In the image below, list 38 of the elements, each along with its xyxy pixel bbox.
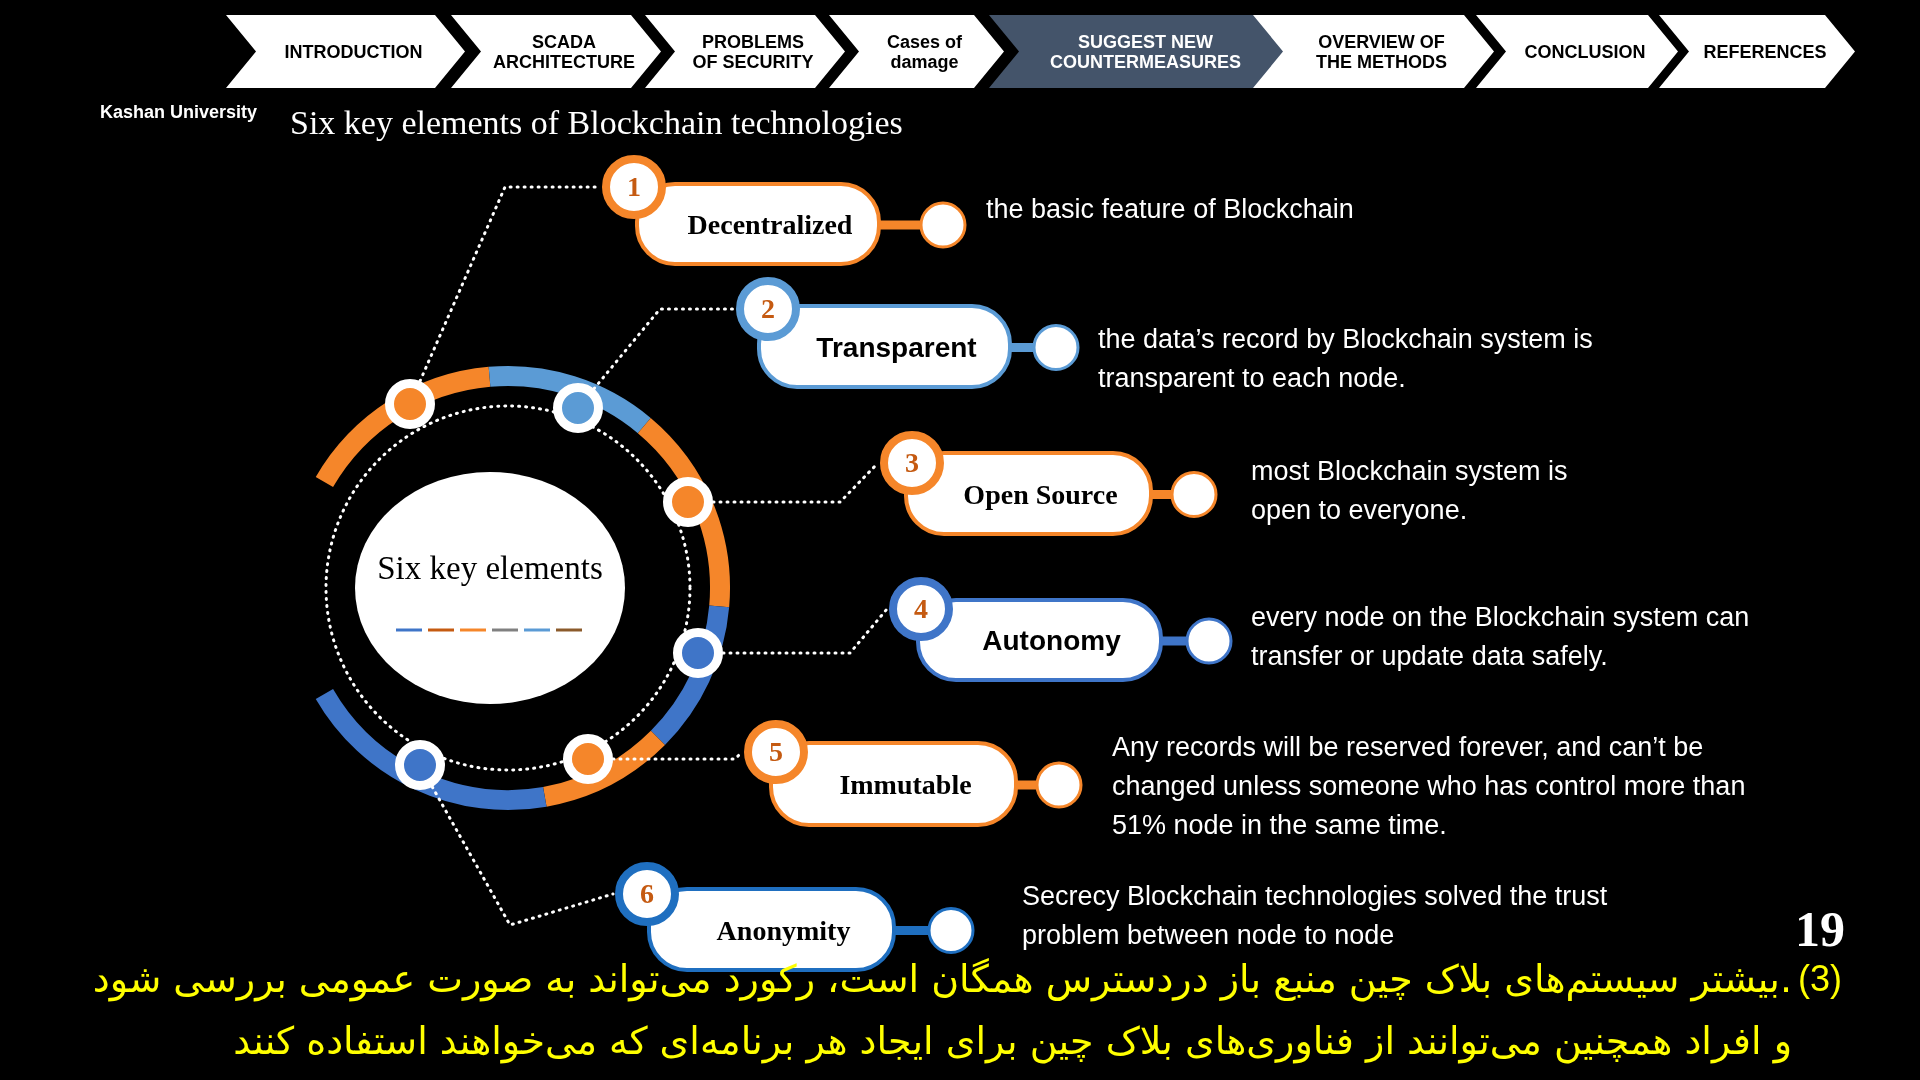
description-text: most Blockchain system is open to everyone. xyxy=(1251,455,1569,527)
numbered-pill xyxy=(734,275,1082,392)
numbered-pill xyxy=(878,429,1220,539)
slide-title: Six key elements of Blockchain technologies xyxy=(290,104,903,142)
dotted-connector xyxy=(592,307,736,391)
step-number: 1 xyxy=(626,170,642,204)
element-name: Immutable xyxy=(838,768,973,802)
university-name: Kashan University xyxy=(100,102,258,123)
step-number: 3 xyxy=(904,446,920,480)
numbered-pill xyxy=(600,153,969,269)
nav-tab: SCADA ARCHITECTURE xyxy=(451,15,661,88)
nav-tab: CONCLUSION xyxy=(1476,15,1678,88)
description-text: every node on the Blockchain system can transfer or update data safely. xyxy=(1251,601,1751,673)
element-name: Decentralized xyxy=(686,208,854,242)
element-name: Transparent xyxy=(815,330,978,365)
description-text: Any records will be reserved forever, and can’t be changed unless someone who has control more than 51% node in the same time. xyxy=(1112,731,1747,842)
dotted-connector xyxy=(430,785,615,927)
nav-tab: Cases of damage xyxy=(829,15,1004,88)
citation-number: (3) xyxy=(1798,958,1842,1000)
element-name: Autonomy xyxy=(981,624,1122,658)
numbered-pill xyxy=(742,718,1085,830)
step-number: 4 xyxy=(913,592,929,626)
nav-tab: PROBLEMS OF SECURITY xyxy=(645,15,845,88)
nav-tab: SUGGEST NEW COUNTERMEASURES xyxy=(989,15,1286,88)
description-text: the basic feature of Blockchain xyxy=(986,193,1355,226)
nav-tab: OVERVIEW OF THE METHODS xyxy=(1253,15,1494,88)
numbered-pill xyxy=(887,575,1235,685)
element-name: Anonymity xyxy=(715,913,852,948)
page-number: 19 xyxy=(1795,900,1845,958)
step-number: 2 xyxy=(760,292,776,326)
nav-tab: REFERENCES xyxy=(1659,15,1855,88)
description-text: the data’s record by Blockchain system is transparent to each node. xyxy=(1098,323,1594,395)
element-name: Open Source xyxy=(962,477,1119,512)
description-text: Secrecy Blockchain technologies solved the trust problem between node to node xyxy=(1022,880,1609,952)
nav-tab: INTRODUCTION xyxy=(226,15,465,88)
step-number: 5 xyxy=(768,735,784,769)
dotted-connector xyxy=(721,607,889,655)
step-number: 6 xyxy=(639,877,655,911)
